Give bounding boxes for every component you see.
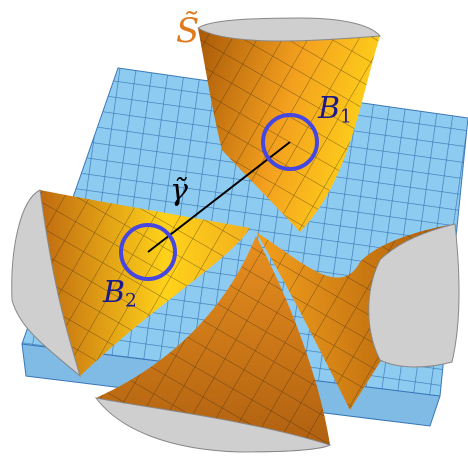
ball1-index: 1 — [340, 106, 352, 128]
ball1-label: B1 — [318, 94, 352, 127]
ball2-index: 2 — [125, 290, 137, 312]
cut-faces — [11, 17, 460, 453]
curve-label: γ̃ — [170, 176, 188, 206]
ball1-letter: B — [318, 91, 341, 126]
surface-label-text: S̃ — [176, 11, 200, 51]
curve-label-text: γ̃ — [170, 173, 188, 208]
curve-gamma — [147, 141, 291, 253]
ball2-label: B2 — [103, 278, 137, 311]
ball-b2 — [119, 223, 177, 281]
surface-label: S̃ — [176, 14, 199, 48]
saddle-surface — [40, 28, 455, 445]
ball-b1 — [261, 113, 319, 171]
ball2-letter: B — [103, 275, 126, 310]
